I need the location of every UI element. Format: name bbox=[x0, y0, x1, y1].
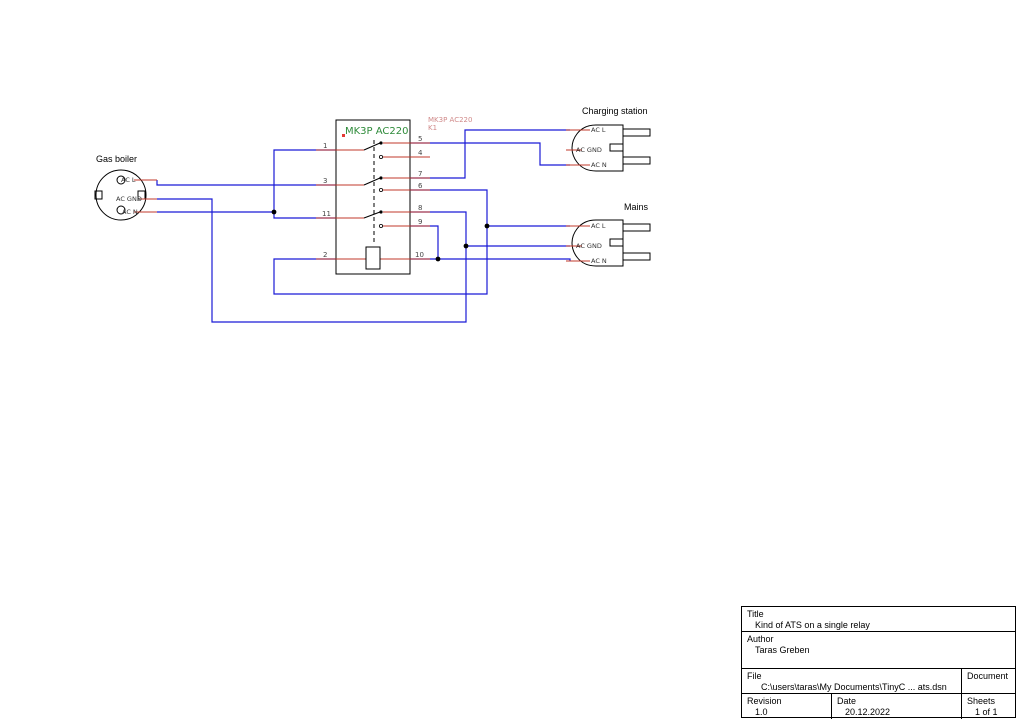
pin-label: AC GND bbox=[116, 195, 142, 203]
relay-origin-marker bbox=[342, 134, 345, 137]
title-block: Title Kind of ATS on a single relay Auth… bbox=[741, 606, 1016, 719]
file-caption: File bbox=[747, 671, 762, 681]
wire-pin6-mains-acl bbox=[410, 189, 570, 227]
charging-station-plug: Charging station AC L AC GND AC N bbox=[566, 106, 651, 172]
sheets-cell: Sheets 1 of 1 bbox=[962, 694, 1015, 719]
pin-number: 10 bbox=[415, 251, 424, 259]
pin-label: AC N bbox=[122, 208, 138, 216]
wire-pin10-mains-acn bbox=[410, 258, 571, 261]
document-cell: Document bbox=[962, 669, 1015, 693]
pin-label: AC N bbox=[591, 257, 607, 265]
pin-label: AC GND bbox=[576, 242, 602, 250]
switch-blade bbox=[363, 142, 381, 151]
title-value: Kind of ATS on a single relay bbox=[755, 620, 870, 630]
contact-point bbox=[379, 210, 383, 214]
pin-number: 11 bbox=[322, 210, 331, 218]
plug-ground bbox=[609, 238, 624, 247]
file-row: File C:\users\taras\My Documents\TinyC .… bbox=[742, 669, 1015, 694]
relay-part-label: MK3P AC220 bbox=[345, 126, 409, 137]
wire-boiler-acl bbox=[156, 180, 336, 186]
pin-number: 3 bbox=[323, 177, 327, 185]
socket-hole bbox=[116, 175, 126, 185]
plug-body bbox=[571, 219, 624, 267]
socket-hole bbox=[116, 205, 126, 215]
pin-number: 5 bbox=[418, 135, 422, 143]
wire-pin5-charge-acn bbox=[410, 142, 570, 166]
wires bbox=[156, 129, 571, 323]
plug-pin bbox=[622, 223, 651, 232]
pin-number: 9 bbox=[418, 218, 422, 226]
plug-pin bbox=[622, 156, 651, 165]
pin-label: AC GND bbox=[576, 146, 602, 154]
file-cell: File C:\users\taras\My Documents\TinyC .… bbox=[742, 669, 962, 693]
revision-cell: Revision 1.0 bbox=[742, 694, 832, 719]
wire-pin7-charge-acl bbox=[410, 129, 570, 179]
relay-body bbox=[335, 119, 411, 275]
plug-pin bbox=[622, 128, 651, 137]
date-cell: Date 20.12.2022 bbox=[832, 694, 962, 719]
charging-station-label: Charging station bbox=[582, 106, 648, 116]
contact-point bbox=[379, 141, 383, 145]
contact-point bbox=[378, 154, 383, 159]
date-caption: Date bbox=[837, 696, 857, 706]
plug-ground bbox=[609, 143, 624, 152]
pin-label: AC L bbox=[121, 176, 136, 184]
contact-point bbox=[379, 176, 383, 180]
author-caption: Author bbox=[747, 634, 774, 644]
pin-number: 7 bbox=[418, 170, 422, 178]
pin-label: AC N bbox=[591, 161, 607, 169]
pin-number: 1 bbox=[323, 142, 327, 150]
document-caption: Document bbox=[967, 671, 1009, 681]
revision-caption: Revision bbox=[747, 696, 782, 706]
switch-blade bbox=[363, 177, 381, 186]
contact-point bbox=[378, 187, 383, 192]
relay-coil bbox=[365, 246, 381, 270]
schematic-diagram: Gas boiler AC L AC GND AC N MK3P AC220 M… bbox=[94, 106, 651, 323]
relay-refdes: K1 bbox=[428, 124, 437, 132]
gas-boiler-label: Gas boiler bbox=[96, 154, 137, 164]
wire-common-bus bbox=[273, 149, 336, 219]
plug-body bbox=[571, 124, 624, 172]
wire-pin2-loop bbox=[273, 226, 488, 295]
pin-number: 6 bbox=[418, 182, 423, 190]
switch-blade bbox=[363, 211, 381, 219]
wire-boiler-gnd bbox=[157, 198, 570, 323]
pin-number: 8 bbox=[418, 204, 422, 212]
pin-label: AC L bbox=[591, 126, 606, 134]
pin-number: 4 bbox=[418, 149, 423, 157]
sheets-value: 1 of 1 bbox=[975, 707, 998, 717]
pin-label: AC L bbox=[591, 222, 606, 230]
author-row: Author Taras Greben bbox=[742, 632, 1015, 669]
junctions bbox=[271, 209, 490, 262]
revision-value: 1.0 bbox=[755, 707, 768, 717]
author-value: Taras Greben bbox=[755, 645, 810, 655]
sheets-caption: Sheets bbox=[967, 696, 996, 706]
pin-number: 2 bbox=[323, 251, 327, 259]
socket-ground-clip bbox=[94, 190, 103, 200]
junction-dot bbox=[463, 243, 469, 249]
plug-pin bbox=[622, 252, 651, 261]
revision-row: Revision 1.0 Date 20.12.2022 Sheets 1 of… bbox=[742, 694, 1015, 719]
mains-label: Mains bbox=[624, 202, 649, 212]
socket-body bbox=[95, 169, 147, 221]
junction-dot bbox=[484, 223, 490, 229]
title-row: Title Kind of ATS on a single relay bbox=[742, 607, 1015, 632]
relay-refdes-value: MK3P AC220 bbox=[428, 116, 472, 124]
title-caption: Title bbox=[747, 609, 764, 619]
contact-point bbox=[378, 223, 383, 228]
date-value: 20.12.2022 bbox=[845, 707, 891, 717]
gas-boiler-socket: Gas boiler AC L AC GND AC N bbox=[94, 154, 157, 221]
relay-k1: MK3P AC220 MK3P AC220 K1 1 3 11 2 bbox=[316, 116, 472, 275]
junction-dot bbox=[271, 209, 277, 215]
file-value: C:\users\taras\My Documents\TinyC ... at… bbox=[761, 682, 947, 692]
junction-dot bbox=[435, 256, 441, 262]
mains-plug: Mains AC L AC GND AC N bbox=[566, 202, 651, 267]
